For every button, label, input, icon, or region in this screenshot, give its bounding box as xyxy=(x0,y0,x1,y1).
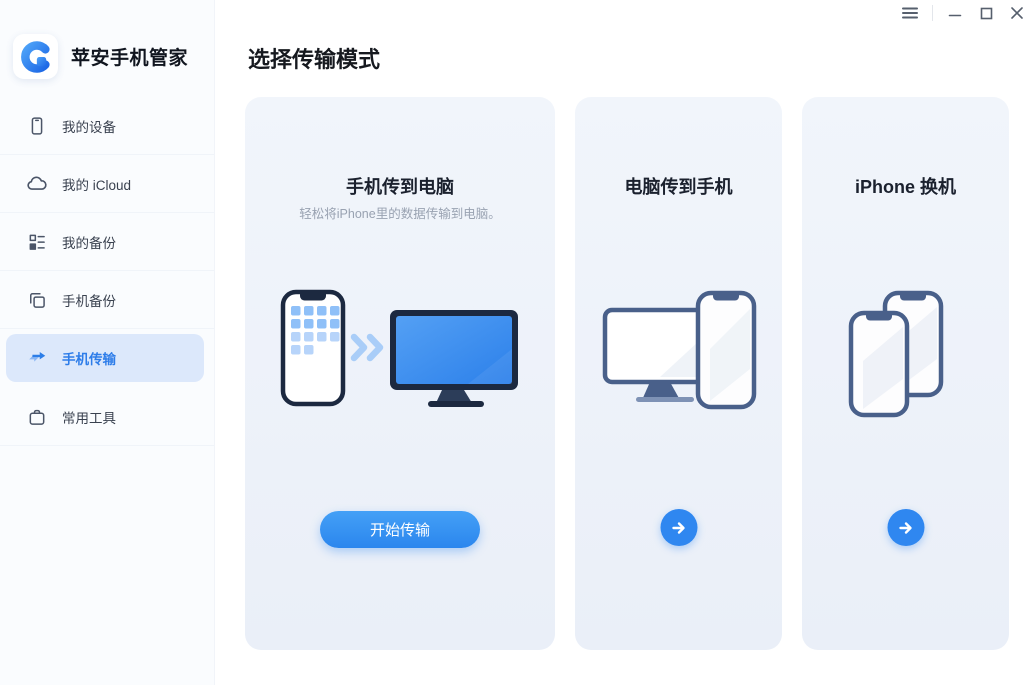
sidebar-item-label: 常用工具 xyxy=(62,411,116,426)
card-title: 手机传到电脑 xyxy=(346,177,454,197)
sidebar-item-common-tools[interactable]: 常用工具 xyxy=(0,388,214,446)
toolbox-icon xyxy=(26,406,48,428)
sidebar-item-label: 手机传输 xyxy=(62,352,116,367)
phone-backup-icon xyxy=(26,289,48,311)
cloud-icon xyxy=(26,173,48,195)
card-title: iPhone 换机 xyxy=(854,177,956,197)
app-title: 苹安手机管家 xyxy=(71,48,189,69)
minimize-button[interactable] xyxy=(946,2,964,24)
sidebar-item-label: 我的设备 xyxy=(62,120,116,135)
hamburger-menu-icon[interactable] xyxy=(901,2,919,24)
sidebar-item-my-backups[interactable]: 我的备份 xyxy=(0,213,214,271)
close-button[interactable] xyxy=(1008,2,1026,24)
titlebar-controls xyxy=(901,0,1026,26)
maximize-button[interactable] xyxy=(977,2,995,24)
page-title: 选择传输模式 xyxy=(248,47,381,72)
app-logo-row: 苹安手机管家 xyxy=(0,0,214,79)
phone-icon xyxy=(26,115,48,137)
card-computer-to-phone[interactable]: 电脑传到手机 xyxy=(575,97,782,650)
titlebar-divider xyxy=(932,5,933,21)
go-arrow-button[interactable] xyxy=(887,509,924,546)
main-content: 选择传输模式 手机传到电脑 轻松将iPhone里的数据传输到电脑。 xyxy=(215,0,1032,685)
go-arrow-button[interactable] xyxy=(660,509,697,546)
sidebar-item-label: 手机备份 xyxy=(62,294,116,309)
sidebar-nav: 我的设备 我的 iCloud xyxy=(0,97,214,446)
sidebar: 苹安手机管家 我的设备 我的 iCloud xyxy=(0,0,215,685)
iphone-to-iphone-illustration xyxy=(802,289,1009,419)
card-phone-to-computer[interactable]: 手机传到电脑 轻松将iPhone里的数据传输到电脑。 xyxy=(245,97,555,650)
card-iphone-switch[interactable]: iPhone 换机 xyxy=(802,97,1009,650)
backup-list-icon xyxy=(26,231,48,253)
sidebar-item-label: 我的备份 xyxy=(62,236,116,251)
transfer-arrows-icon xyxy=(26,347,48,369)
card-subtitle: 轻松将iPhone里的数据传输到电脑。 xyxy=(299,207,501,221)
sidebar-item-phone-transfer[interactable]: 手机传输 xyxy=(6,334,204,382)
sidebar-item-label: 我的 iCloud xyxy=(62,178,132,193)
phone-to-computer-illustration xyxy=(245,289,555,411)
transfer-mode-cards: 手机传到电脑 轻松将iPhone里的数据传输到电脑。 xyxy=(245,97,1009,650)
sidebar-item-phone-backup[interactable]: 手机备份 xyxy=(0,271,214,329)
start-transfer-button[interactable]: 开始传输 xyxy=(320,511,480,548)
sidebar-item-my-devices[interactable]: 我的设备 xyxy=(0,97,214,155)
card-title: 电脑传到手机 xyxy=(624,177,733,197)
app-logo-icon xyxy=(13,34,58,79)
sidebar-item-my-icloud[interactable]: 我的 iCloud xyxy=(0,155,214,213)
computer-to-phone-illustration xyxy=(575,289,782,411)
